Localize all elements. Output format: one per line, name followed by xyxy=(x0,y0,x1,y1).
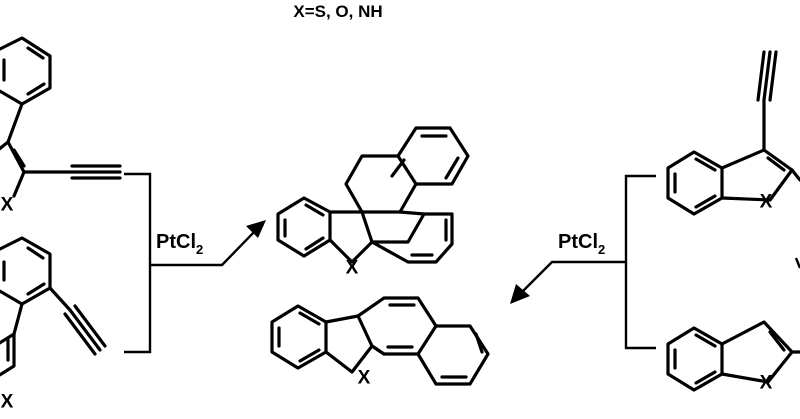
heteroatom-x-3: X xyxy=(346,258,359,279)
starting-material-3 xyxy=(666,50,800,216)
product-2 xyxy=(270,296,490,386)
reagent-left: PtCl2 xyxy=(156,231,203,257)
left-bracket xyxy=(124,172,266,354)
heteroatom-x-1: X xyxy=(1,195,14,216)
starting-material-2 xyxy=(0,236,107,377)
starting-material-1 xyxy=(0,36,122,198)
heteroatom-definition: X=S, O, NH xyxy=(293,2,382,21)
cropped-arrow-fragment xyxy=(794,257,800,269)
right-bracket xyxy=(510,174,656,350)
heteroatom-x-4: X xyxy=(358,368,371,389)
heteroatom-x-2: X xyxy=(1,392,14,413)
heteroatom-x-6: X xyxy=(760,373,773,394)
heteroatom-x-5: X xyxy=(760,192,773,213)
product-1 xyxy=(276,126,470,264)
starting-material-4 xyxy=(666,320,800,392)
reagent-right: PtCl2 xyxy=(558,231,605,257)
